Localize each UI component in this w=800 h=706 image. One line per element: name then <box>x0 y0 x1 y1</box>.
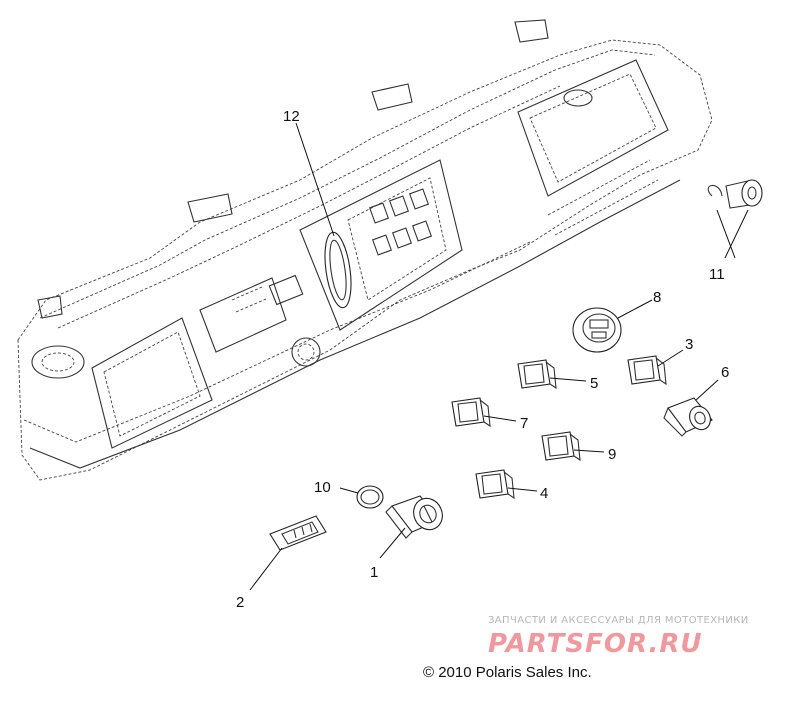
push-fastener-part <box>707 179 763 209</box>
leader-6 <box>695 379 719 401</box>
callout-10: 10 <box>314 479 331 496</box>
leader-lines <box>249 122 749 591</box>
watermark-tagline: ЗАПЧАСТИ И АКСЕССУАРЫ ДЛЯ МОТОТЕХНИКИ <box>488 615 749 626</box>
callout-1: 1 <box>370 564 378 581</box>
callout-4: 4 <box>540 485 548 502</box>
rocker-switch-4 <box>475 469 515 500</box>
leader-1 <box>379 527 406 559</box>
watermark-logo: PARTSFOR.RU <box>488 629 702 659</box>
callout-labels: 12 11 8 3 5 6 7 9 4 10 1 2 <box>236 108 729 611</box>
rocker-switch-5 <box>517 359 557 390</box>
power-port-part <box>663 397 713 437</box>
callout-9: 9 <box>608 446 616 463</box>
dashboard-panel <box>17 19 713 481</box>
leader-11b <box>724 209 749 259</box>
callout-12: 12 <box>283 108 300 125</box>
leader-11a <box>716 209 736 259</box>
leader-5 <box>549 377 587 382</box>
leader-12 <box>295 122 335 237</box>
round-outlet-part <box>572 307 622 353</box>
leader-10 <box>339 487 359 494</box>
ignition-switch-part <box>385 495 443 539</box>
leader-7 <box>483 415 517 422</box>
rocker-switch-7 <box>451 397 491 428</box>
o-ring-part <box>356 485 384 509</box>
leader-2 <box>249 547 283 591</box>
copyright-notice: © 2010 Polaris Sales Inc. <box>423 664 592 681</box>
leader-3 <box>657 349 684 367</box>
leader-4 <box>507 487 538 492</box>
switch-plate-part <box>269 515 327 551</box>
leader-8 <box>617 299 653 319</box>
callout-11: 11 <box>709 266 725 283</box>
callout-5: 5 <box>590 375 598 392</box>
leader-9 <box>573 449 605 453</box>
callout-2: 2 <box>236 594 244 611</box>
callout-3: 3 <box>685 336 693 353</box>
rocker-switch-3 <box>627 355 667 386</box>
watermark: ЗАПЧАСТИ И АКСЕССУАРЫ ДЛЯ МОТОТЕХНИКИ PA… <box>488 615 749 659</box>
rocker-switch-9 <box>541 431 581 462</box>
callout-8: 8 <box>653 289 661 306</box>
callout-6: 6 <box>721 364 729 381</box>
callout-7: 7 <box>520 415 528 432</box>
